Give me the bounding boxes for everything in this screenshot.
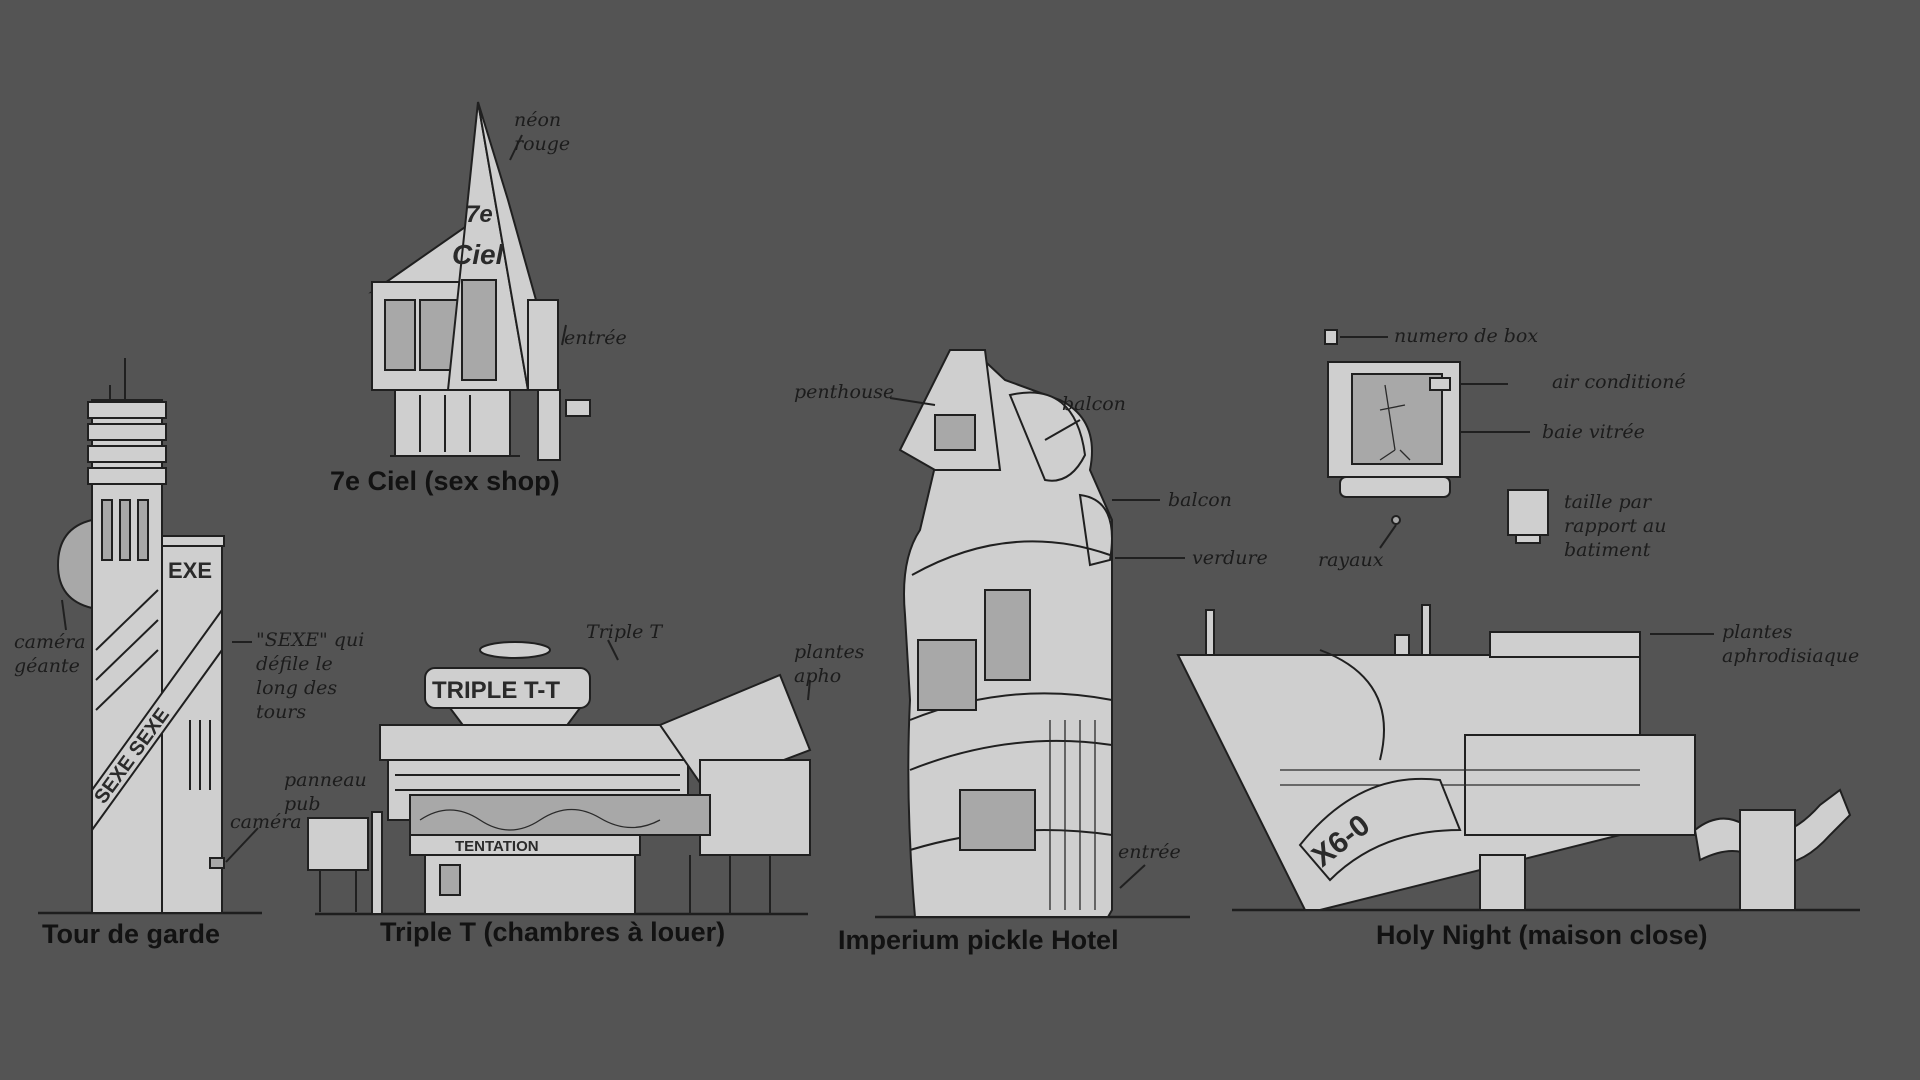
holy-bay-window	[1351, 373, 1443, 465]
note-taille: taille par rapport au batiment	[1564, 491, 1667, 561]
ciel-left-window	[384, 299, 416, 371]
note-verdure: verdure	[1192, 547, 1268, 569]
ciel-neon-column	[461, 279, 497, 381]
tour-window	[137, 499, 149, 561]
holy-ground-machine	[1479, 854, 1526, 911]
holy-sign-band	[1298, 777, 1462, 882]
tour-ring-3	[87, 445, 167, 463]
tour-stripe	[95, 589, 159, 651]
holy-hose	[1319, 649, 1385, 761]
tour-de-garde-drawing: SEXE SEXE EXE	[38, 358, 262, 915]
tour-window	[101, 499, 113, 561]
ciel-base	[394, 389, 511, 457]
tour-camera-leader	[225, 827, 259, 863]
imperium-penthouse	[898, 349, 1002, 471]
tour-side-annex	[161, 539, 223, 914]
triple-door	[439, 864, 461, 896]
imperium-spiral-band	[911, 540, 1111, 576]
imperium-greenery-panel	[984, 589, 1031, 681]
holy-chimney	[1421, 604, 1431, 656]
imperium-entree-leader	[1119, 864, 1146, 889]
note-panneau-pub: panneau pub	[284, 769, 367, 815]
triple-pub-panel	[307, 817, 369, 871]
note-ciel-entree: entrée	[564, 327, 627, 349]
tour-small-camera	[209, 857, 225, 869]
triple-sign-leader	[607, 639, 619, 661]
tour-ring-1	[87, 401, 167, 419]
holy-scale-box	[1507, 489, 1549, 536]
caption-tour-de-garde: Tour de garde	[42, 919, 221, 949]
triple-mural-figures	[419, 808, 661, 831]
imperium-window	[917, 639, 977, 711]
holy-chimney	[1205, 609, 1215, 656]
triple-plantes-leader	[807, 679, 811, 701]
imperium-drawing	[875, 349, 1190, 919]
ciel-neon-leader	[509, 134, 523, 161]
note-sexe-defile: "SEXE" qui défile le long des tours	[256, 629, 365, 723]
ciel-ciel-sign: Ciel	[452, 239, 505, 270]
tour-window	[119, 499, 131, 561]
ciel-small-sign	[565, 399, 591, 417]
caption-imperium: Imperium pickle Hotel	[838, 925, 1119, 955]
holy-rayaux-leader	[1379, 524, 1397, 549]
holy-rayaux-dot	[1391, 515, 1401, 525]
triple-post	[371, 811, 383, 915]
note-rayaux: rayaux	[1318, 549, 1384, 571]
ciel-right-annex	[527, 299, 559, 391]
note-numero-de-box: numero de box	[1394, 325, 1539, 347]
tour-stripe	[95, 649, 159, 711]
triple-ufo-cap	[479, 641, 551, 659]
caption-triple-t: Triple T (chambres à louer)	[380, 917, 726, 947]
tour-ring-4	[87, 467, 167, 485]
ciel-entree-leader	[561, 324, 567, 346]
triple-t-drawing: TRIPLE T-T TENTATION	[307, 639, 812, 916]
holy-box-number-post	[1324, 329, 1338, 345]
note-plantes-apho: plantes apho	[794, 641, 865, 687]
tour-giant-camera-leader	[61, 599, 67, 631]
holy-roof-planter	[1489, 631, 1641, 658]
note-camera-geante: caméra géante	[14, 631, 86, 677]
note-balcon-1: balcon	[1062, 393, 1126, 415]
holy-night-drawing: X6-0	[1176, 329, 1860, 912]
tour-giant-camera	[56, 518, 93, 610]
imperium-balcon-leader	[1044, 419, 1081, 441]
ciel-7e-sign: 7e	[466, 201, 493, 228]
note-air-conditione: air conditioné	[1552, 371, 1686, 393]
caption-septieme-ciel: 7e Ciel (sex shop)	[330, 466, 560, 496]
note-balcon-2: balcon	[1168, 489, 1232, 511]
holy-window-figure	[1379, 384, 1411, 461]
note-imperium-entree: entrée	[1118, 841, 1181, 863]
tour-ring-2	[87, 423, 167, 441]
note-baie-vitree: baie vitrée	[1542, 421, 1645, 443]
tour-exe-sign: EXE	[168, 558, 212, 583]
holy-chimney	[1394, 634, 1410, 656]
ciel-entrance	[537, 389, 561, 461]
tour-sexe-band	[91, 606, 223, 834]
holy-ac-unit	[1429, 377, 1451, 391]
imperium-spiral-band	[909, 739, 1113, 771]
holy-scale-base	[1515, 534, 1541, 544]
note-plantes-aphrodisiaque: plantes aphrodisiaque	[1722, 621, 1860, 667]
tour-annex-cap	[161, 535, 225, 547]
note-triple-t: Triple T	[586, 621, 663, 643]
septieme-ciel-drawing: 7e Ciel	[368, 101, 591, 461]
triple-top-sign: TRIPLE T-T	[432, 677, 560, 704]
holy-tail-block	[1739, 809, 1796, 911]
triple-right-wing	[699, 759, 811, 856]
note-neon-rouge: néon rouge	[514, 109, 571, 155]
note-camera: caméra	[230, 811, 302, 833]
imperium-spiral-band	[909, 692, 1113, 721]
tour-stripe	[95, 619, 159, 681]
holy-box-base	[1339, 476, 1451, 498]
imperium-window	[959, 789, 1036, 851]
imperium-penthouse-leader	[889, 397, 936, 406]
note-penthouse: penthouse	[794, 381, 895, 403]
imperium-penthouse-window	[934, 414, 976, 451]
triple-bottom-sign: TENTATION	[455, 838, 539, 855]
imperium-balcon	[1008, 391, 1087, 482]
triple-mural-band	[409, 794, 711, 836]
caption-holy-night: Holy Night (maison close)	[1376, 920, 1708, 950]
